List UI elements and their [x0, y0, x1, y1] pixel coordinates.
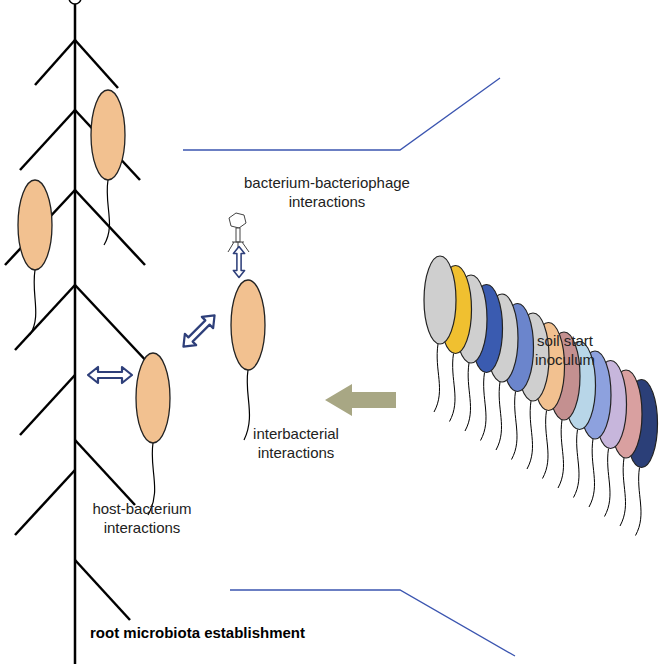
soil-bacteria: [424, 256, 658, 536]
flagellum: [30, 180, 249, 515]
annotation-label: soil start inoculum: [520, 332, 610, 370]
flagellum: [450, 354, 455, 422]
flagellum: [527, 401, 532, 469]
bacterium: [18, 90, 265, 443]
flagellum: [589, 439, 594, 507]
flagellum: [574, 430, 579, 498]
root: [5, 0, 150, 664]
flagellum: [543, 411, 548, 479]
interaction-arrow: [88, 367, 132, 383]
flagellum: [512, 392, 517, 460]
flagellum: [605, 449, 610, 517]
flagellum: [434, 344, 439, 412]
transfer-arrow: [325, 384, 396, 416]
interaction-arrow: [178, 310, 220, 352]
flagellum: [558, 420, 563, 488]
zoom-line: [183, 78, 515, 656]
figure-title: root microbiota establishment: [90, 624, 390, 643]
annotation-label: bacterium-bacteriophage interactions: [232, 174, 422, 212]
annotation-label: host-bacterium interactions: [72, 500, 212, 538]
bacterium: [424, 256, 456, 344]
annotation-label: interbacterial interactions: [236, 425, 356, 463]
flagellum: [481, 373, 486, 441]
flagellum: [636, 468, 641, 536]
flagellum: [620, 458, 625, 526]
flagellum: [465, 363, 470, 431]
flagellum: [496, 382, 501, 450]
interaction-arrow: [233, 247, 244, 278]
